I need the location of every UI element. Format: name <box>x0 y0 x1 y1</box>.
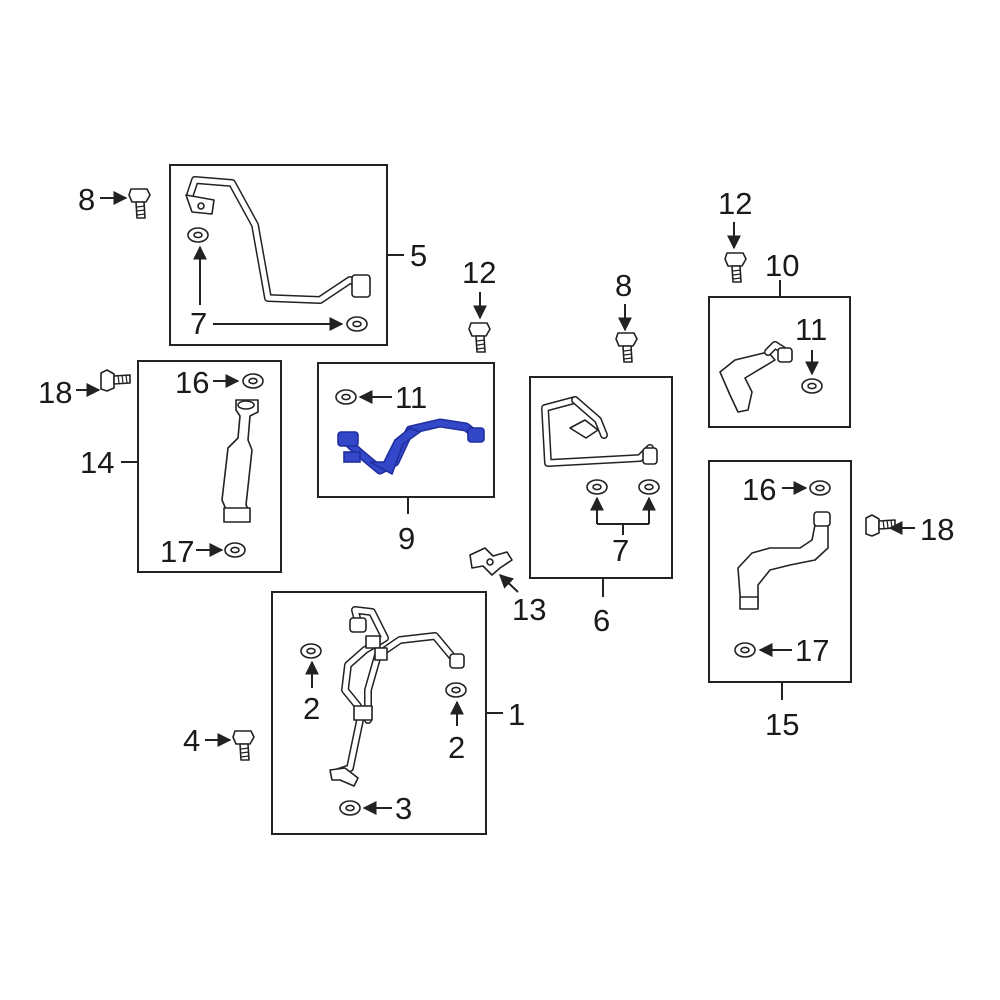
box-14 <box>137 360 282 573</box>
callout-18: 18 <box>38 375 72 410</box>
hose-14[interactable] <box>221 399 259 523</box>
washer-2[interactable] <box>300 643 322 659</box>
callout-14: 14 <box>80 445 114 480</box>
washer-2[interactable] <box>445 682 467 698</box>
part-group-15: 16 17 15 <box>708 460 852 742</box>
callout-12: 12 <box>718 186 752 221</box>
callout-17: 17 <box>795 633 829 668</box>
washer-17[interactable] <box>734 642 756 658</box>
callout-8: 8 <box>78 182 95 217</box>
pipe-6[interactable] <box>541 396 658 467</box>
bolt-8-icon[interactable] <box>615 332 638 363</box>
callout-7: 7 <box>190 306 207 341</box>
callout-12: 12 <box>462 255 496 290</box>
washer-7[interactable] <box>346 316 368 332</box>
bolt-18: 18 <box>865 512 954 547</box>
callout-2: 2 <box>448 730 465 765</box>
washer-11[interactable] <box>801 378 823 394</box>
bolt-4-icon[interactable] <box>232 730 255 761</box>
callout-5: 5 <box>410 238 427 273</box>
washer-16[interactable] <box>809 480 831 496</box>
washer-7[interactable] <box>638 479 660 495</box>
pipe-5[interactable] <box>185 176 371 304</box>
part-group-14: 16 17 14 <box>80 360 282 573</box>
bolt-18: 18 <box>38 369 131 410</box>
callout-11: 11 <box>395 380 427 415</box>
callout-16: 16 <box>175 365 209 400</box>
washer-16[interactable] <box>242 373 264 389</box>
part-group-9: 11 9 <box>317 362 495 556</box>
callout-3: 3 <box>395 791 412 826</box>
bolt-12: 12 <box>718 186 752 283</box>
part-group-1: 2 2 3 1 <box>271 591 525 835</box>
part-group-6: 7 6 <box>529 376 673 638</box>
bolt-8-icon[interactable] <box>128 188 151 219</box>
bolt-18-icon[interactable] <box>865 514 896 537</box>
callout-15: 15 <box>765 707 799 742</box>
bolt-12-icon[interactable] <box>724 252 747 283</box>
bolt-12-icon[interactable] <box>468 322 491 353</box>
oil-feed-pipe-9-highlighted[interactable] <box>337 418 485 476</box>
callout-2: 2 <box>303 691 320 726</box>
washer-3[interactable] <box>339 800 361 816</box>
callout-13: 13 <box>512 592 546 627</box>
bolt-8: 8 <box>615 268 638 363</box>
callout-7: 7 <box>612 533 629 568</box>
part-group-5: 7 5 <box>169 164 427 346</box>
bolt-12: 12 <box>462 255 496 353</box>
callout-17: 17 <box>160 534 194 569</box>
callout-16: 16 <box>742 472 776 507</box>
box-6 <box>529 376 673 579</box>
callout-4: 4 <box>183 723 200 758</box>
callout-8: 8 <box>615 268 632 303</box>
bolt-18-icon[interactable] <box>100 369 131 392</box>
callout-18: 18 <box>920 512 954 547</box>
washer-17[interactable] <box>224 542 246 558</box>
callout-1: 1 <box>508 697 525 732</box>
bolt-4: 4 <box>183 723 255 761</box>
hose-15[interactable] <box>737 511 831 610</box>
clip-13: 13 <box>469 547 546 627</box>
washer-7[interactable] <box>586 479 608 495</box>
washer-11[interactable] <box>335 389 357 405</box>
pipe-assembly-1[interactable] <box>329 606 465 787</box>
callout-10: 10 <box>765 248 799 283</box>
callout-9: 9 <box>398 521 415 556</box>
washer-7[interactable] <box>187 227 209 243</box>
part-group-10: 11 10 <box>708 248 851 428</box>
hose-10[interactable] <box>719 341 793 413</box>
callout-6: 6 <box>593 603 610 638</box>
bolt-8: 8 <box>78 182 151 219</box>
callout-11: 11 <box>795 312 827 347</box>
box-15 <box>708 460 852 683</box>
